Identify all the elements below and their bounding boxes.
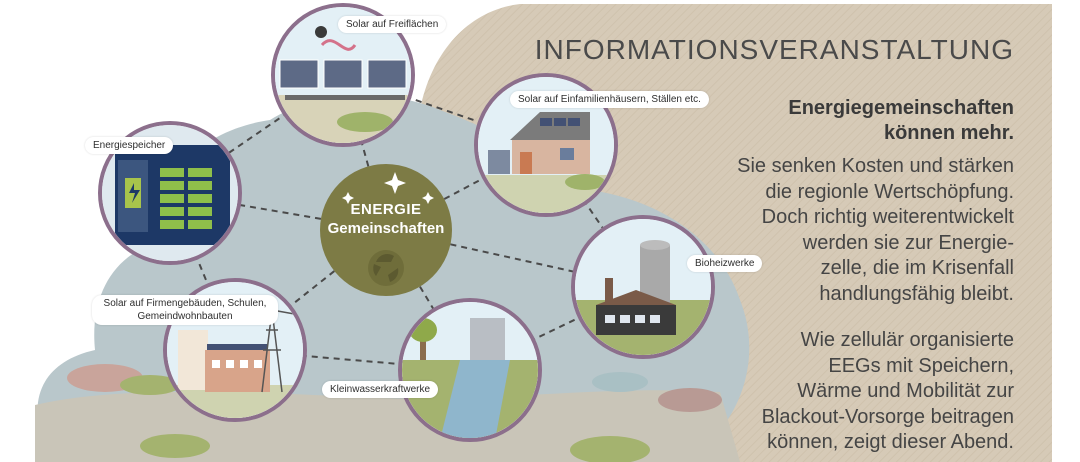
paragraph-line: Wärme und Mobilität zur — [797, 380, 1014, 402]
label-solar-freiflaechen: Solar auf Freiflächen — [338, 16, 447, 33]
label-solar-firmengebaeude: Solar auf Firmengebäuden, Schulen, Gemei… — [92, 295, 278, 325]
info-paragraph-1: Sie senken Kosten und stärken die region… — [654, 154, 1014, 307]
node-kleinwasserkraftwerke — [398, 298, 542, 442]
info-subtitle: Energiegemeinschaften können mehr. — [654, 96, 1014, 146]
info-paragraph-2: Wie zellulär organisierte EEGs mit Speic… — [654, 328, 1014, 456]
label-bioheizwerke: Bioheizwerke — [687, 255, 763, 272]
paragraph-line: können, zeigt dieser Abend. — [767, 431, 1014, 453]
label-solar-einfamilienhaeuser: Solar auf Einfamilienhäusern, Ställen et… — [510, 91, 709, 108]
paragraph-line: die regionle Wertschöpfung. — [765, 180, 1014, 203]
paragraph-line: Sie senken Kosten und stärken — [737, 155, 1014, 177]
label-line: Gemeindwohnbauten — [137, 311, 233, 322]
shrub — [592, 372, 648, 392]
sparkle-icon — [384, 172, 406, 194]
center-label-line2: Gemeinschaften — [327, 220, 445, 237]
label-energiespeicher: Energiespeicher — [85, 137, 174, 154]
subtitle-line: Energiegemeinschaften — [788, 97, 1014, 119]
node-bioheizwerke — [571, 215, 715, 359]
label-line: Solar auf Firmengebäuden, Schulen, — [103, 298, 267, 309]
battery-icon — [125, 178, 141, 208]
center-node — [320, 164, 452, 296]
paragraph-line: EEGs mit Speichern, — [828, 354, 1014, 377]
paragraph-line: Doch richtig weiterentwickelt — [761, 206, 1014, 228]
recycle-icon — [368, 250, 404, 286]
shrub — [120, 375, 180, 395]
info-title: INFORMATIONSVERANSTALTUNG — [534, 34, 1014, 65]
paragraph-line: handlungsfähig bleibt. — [819, 282, 1014, 305]
shrub — [570, 436, 650, 462]
plug-icon — [315, 26, 327, 38]
sparkle-icon — [342, 192, 354, 204]
shrub — [140, 434, 210, 458]
paragraph-line: werden sie zur Energie- — [802, 231, 1014, 254]
center-label-line1: ENERGIE — [350, 201, 422, 218]
center-label: ENERGIE Gemeinschaften — [322, 200, 450, 238]
shrub — [658, 388, 722, 412]
subtitle-line: können mehr. — [883, 122, 1014, 144]
paragraph-line: Wie zellulär organisierte — [800, 329, 1014, 351]
paragraph-line: Blackout-Vorsorge beitragen — [761, 405, 1014, 428]
sparkle-icon — [422, 192, 434, 204]
label-kleinwasserkraftwerke: Kleinwasserkraftwerke — [322, 381, 439, 398]
paragraph-line: zelle, die im Krisenfall — [820, 257, 1014, 279]
